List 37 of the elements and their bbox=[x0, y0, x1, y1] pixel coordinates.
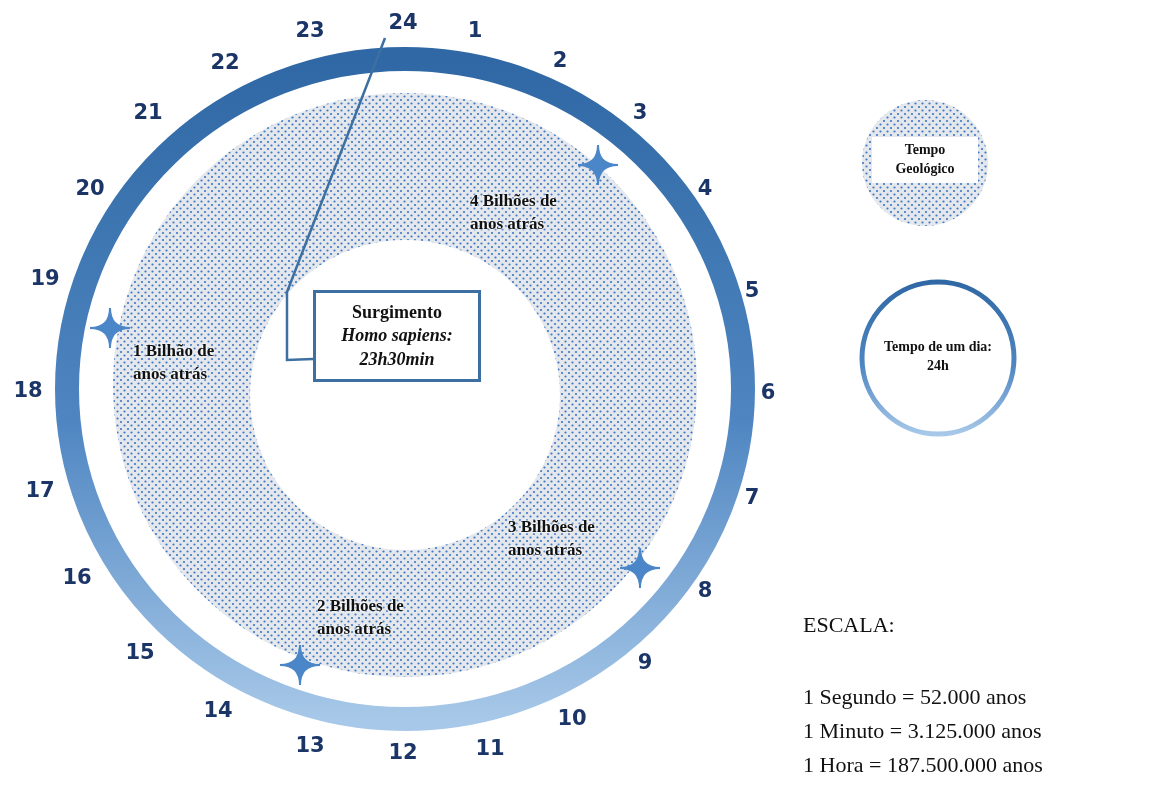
hour-number: 3 bbox=[632, 100, 648, 124]
callout-body: Homo sapiens: 23h30min bbox=[340, 324, 454, 371]
hour-number: 16 bbox=[62, 565, 92, 589]
hour-number: 10 bbox=[557, 706, 587, 730]
era-label: 4 Bilhões de anos atrás bbox=[470, 190, 558, 235]
hour-number: 6 bbox=[760, 380, 776, 404]
hour-number: 14 bbox=[203, 698, 233, 722]
hour-number: 2 bbox=[552, 48, 568, 72]
hour-number: 20 bbox=[75, 176, 105, 200]
hour-number: 17 bbox=[25, 478, 55, 502]
scale-text: 1 Hora = 187.500.000 anos bbox=[803, 752, 1043, 778]
scale-heading: ESCALA: bbox=[803, 612, 895, 638]
hour-number: 18 bbox=[13, 378, 43, 402]
hour-number: 1 bbox=[467, 18, 483, 42]
hour-number: 11 bbox=[475, 736, 505, 760]
hour-number: 24 bbox=[388, 10, 418, 34]
hour-number: 12 bbox=[388, 740, 418, 764]
hour-number: 8 bbox=[697, 578, 713, 602]
hour-number: 5 bbox=[744, 278, 760, 302]
hour-number: 4 bbox=[697, 176, 713, 200]
scale-text: 1 Segundo = 52.000 anos bbox=[803, 684, 1027, 710]
hour-number: 23 bbox=[295, 18, 325, 42]
era-label: 2 Bilhões de anos atrás bbox=[317, 595, 405, 640]
legend-text: Tempo de um dia: 24h bbox=[883, 338, 993, 375]
era-label: 3 Bilhões de anos atrás bbox=[508, 516, 596, 561]
hour-number: 9 bbox=[637, 650, 653, 674]
era-label: 1 Bilhão de anos atrás bbox=[133, 340, 216, 385]
callout-box bbox=[313, 290, 481, 382]
callout-heading: Surgimento bbox=[351, 300, 443, 324]
scale-text: 1 Minuto = 3.125.000 anos bbox=[803, 718, 1042, 744]
hour-number: 19 bbox=[30, 266, 60, 290]
hour-number: 13 bbox=[295, 733, 325, 757]
hour-number: 15 bbox=[125, 640, 155, 664]
hour-number: 7 bbox=[744, 485, 760, 509]
legend-text: Tempo Geológico bbox=[872, 137, 978, 183]
hour-number: 22 bbox=[210, 50, 240, 74]
hour-number: 21 bbox=[133, 100, 163, 124]
